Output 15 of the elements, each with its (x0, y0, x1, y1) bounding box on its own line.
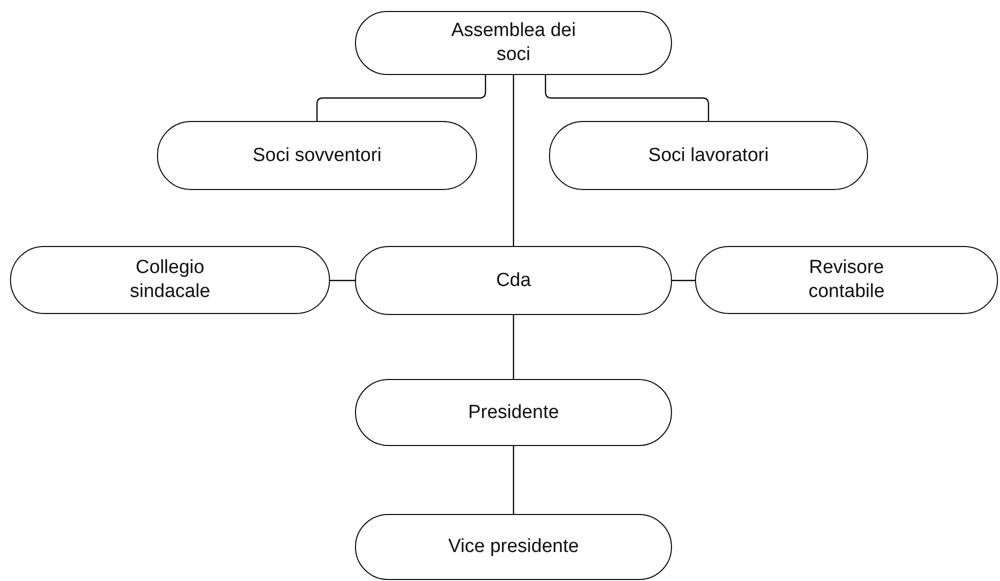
connector-line (672, 280, 695, 282)
node-label: Cda (496, 268, 531, 292)
node-label: Assemblea dei soci (450, 19, 577, 67)
connector-line (330, 280, 355, 282)
node-label: Vice presidente (448, 535, 579, 559)
connector-line (316, 75, 486, 121)
node-label: Collegio sindacale (128, 256, 212, 304)
node-label: Soci lavoratori (648, 144, 769, 168)
node-label: Presidente (468, 400, 559, 424)
node-label: Soci sovventori (252, 144, 382, 168)
connector-line (512, 315, 514, 379)
connector-line (512, 446, 514, 514)
connector-line (544, 75, 710, 121)
connector-line (512, 75, 514, 246)
node-label: Revisore contabile (807, 256, 886, 304)
